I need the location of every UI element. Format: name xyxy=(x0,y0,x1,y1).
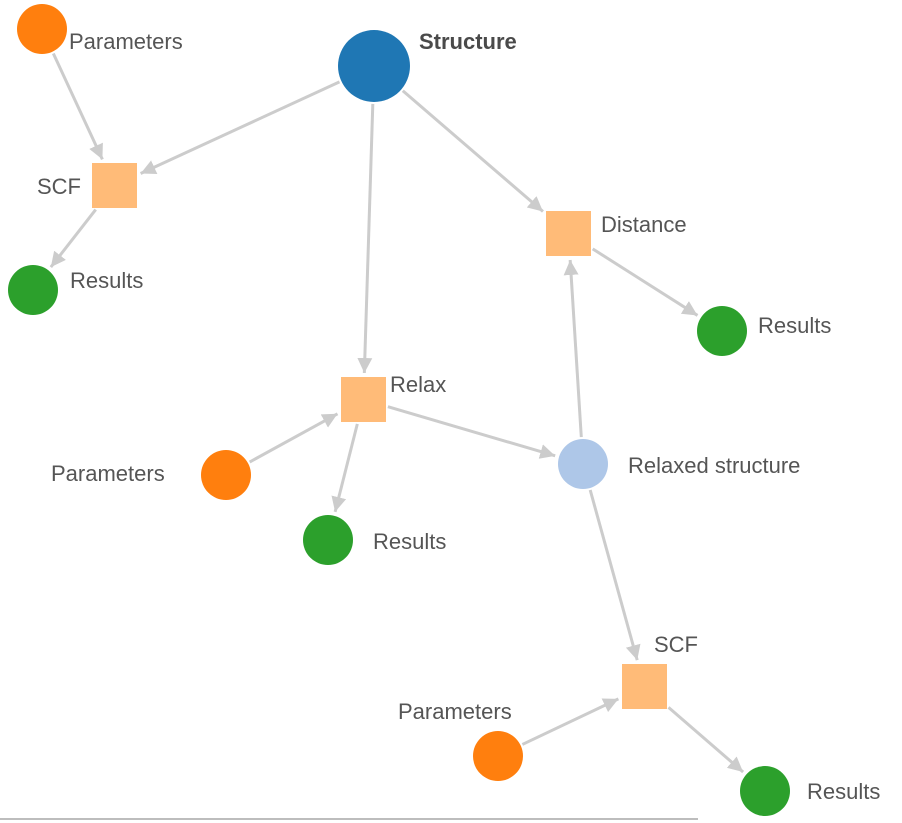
scf-node[interactable] xyxy=(92,163,137,208)
edge-params_2-to-scf_2 xyxy=(521,697,620,746)
edge-scf_1-to-results_1 xyxy=(49,208,97,269)
results-label: Results xyxy=(373,529,446,554)
results-node[interactable] xyxy=(740,766,790,816)
results-label: Results xyxy=(758,313,831,338)
edge-params_relax-to-relax xyxy=(248,412,339,464)
parameters-node[interactable] xyxy=(201,450,251,500)
results-node[interactable] xyxy=(303,515,353,565)
structure-label: Structure xyxy=(419,29,517,54)
parameters-node[interactable] xyxy=(473,731,523,781)
distance-node[interactable] xyxy=(546,211,591,256)
edge-structure-to-scf_1 xyxy=(140,80,341,175)
scf-label: SCF xyxy=(37,174,81,199)
distance-label: Distance xyxy=(601,212,687,237)
results-node[interactable] xyxy=(697,306,747,356)
results-node[interactable] xyxy=(8,265,58,315)
structure-node[interactable] xyxy=(338,30,410,102)
edge-relaxed_structure-to-distance xyxy=(563,259,583,438)
relaxed-structure-label: Relaxed structure xyxy=(628,453,800,478)
edge-relax-to-results_relax xyxy=(331,423,359,513)
edge-relax-to-relaxed_structure xyxy=(387,405,556,459)
edge-structure-to-relax xyxy=(357,103,375,374)
relax-label: Relax xyxy=(390,372,446,397)
edge-relaxed_structure-to-scf_2 xyxy=(588,489,641,661)
scf-label: SCF xyxy=(654,632,698,657)
parameters-label: Parameters xyxy=(69,29,183,54)
edges-layer xyxy=(49,52,745,774)
edge-params_1-to-scf_1 xyxy=(51,52,104,161)
edge-structure-to-distance xyxy=(401,89,544,213)
relaxed-structure-node[interactable] xyxy=(558,439,608,489)
parameters-node[interactable] xyxy=(17,4,67,54)
relax-node[interactable] xyxy=(341,377,386,422)
results-label: Results xyxy=(807,779,880,804)
parameters-label: Parameters xyxy=(51,461,165,486)
parameters-label: Parameters xyxy=(398,699,512,724)
edge-scf_2-to-results_2 xyxy=(667,706,745,774)
edge-distance-to-results_distance xyxy=(591,247,699,317)
results-label: Results xyxy=(70,268,143,293)
bottom-divider xyxy=(0,818,698,820)
nodes-layer: Structure Parameters SCF Results Distanc… xyxy=(8,4,880,816)
scf-node[interactable] xyxy=(622,664,667,709)
